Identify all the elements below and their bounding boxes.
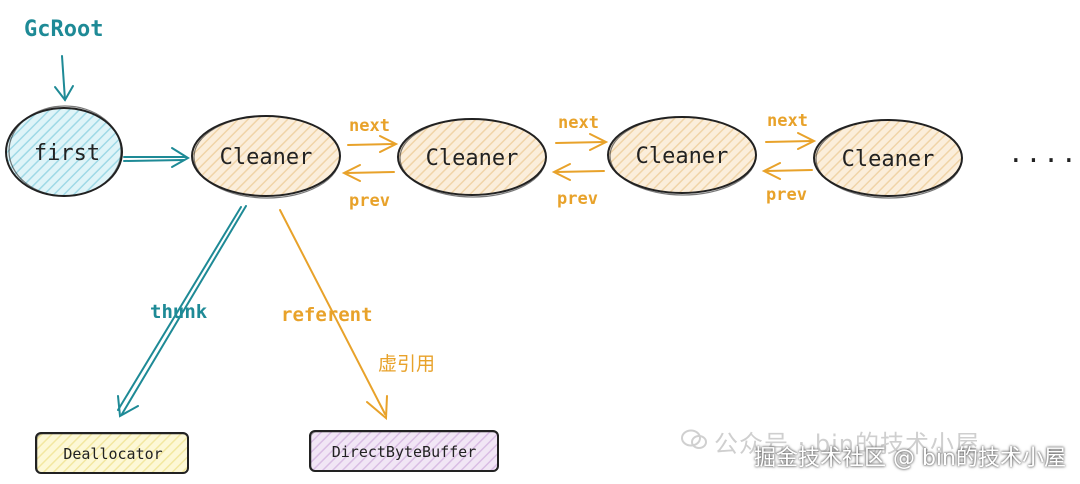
referent-arrow (279, 209, 388, 421)
prev-arrow-1 (341, 164, 395, 182)
cleaner-node-2-label: Cleaner (426, 146, 519, 171)
wechat-icon (681, 429, 707, 449)
direct-byte-buffer-box: DirectByteBuffer (309, 430, 499, 472)
phantom-reference-label: 虚引用 (378, 353, 435, 375)
cleaner-node-1-label: Cleaner (220, 145, 313, 170)
prev-arrow-3 (761, 162, 813, 180)
wechat-account-watermark-text: 公众号 · bin的技术小屋 (714, 430, 980, 458)
edge-prev-label-2: prev (557, 189, 598, 209)
edge-next-label-2: next (558, 113, 599, 133)
cleaner-node-3: Cleaner (607, 116, 757, 196)
edge-next-label-1: next (349, 116, 390, 136)
gcroot-to-first-arrow (54, 55, 74, 102)
cleaner-node-3-label: Cleaner (636, 144, 729, 169)
edge-prev-label-1: prev (349, 191, 390, 211)
edge-next-label-3: next (767, 111, 808, 131)
gcroot-label: GcRoot (24, 17, 103, 42)
cleaner-node-4-label: Cleaner (842, 147, 935, 172)
next-arrow-2 (555, 133, 609, 151)
first-to-cleaner-arrow (123, 147, 190, 168)
direct-byte-buffer-label: DirectByteBuffer (332, 443, 477, 461)
cleaner-node-2: Cleaner (397, 118, 547, 198)
next-arrow-3 (765, 132, 817, 150)
juejin-watermark: 掘金技术社区 @ bin的技术小屋 (753, 446, 1066, 471)
cleaner-node-4: Cleaner (813, 119, 963, 199)
cleaner-node-1: Cleaner (191, 115, 341, 199)
edge-prev-label-3: prev (766, 185, 807, 205)
referent-label: referent (281, 304, 373, 326)
thunk-arrow (117, 205, 247, 418)
first-node: first (5, 105, 123, 197)
thunk-label: thunk (150, 301, 208, 323)
first-node-label: first (34, 141, 100, 166)
prev-arrow-2 (551, 163, 605, 181)
next-arrow-1 (347, 135, 399, 153)
deallocator-box: Deallocator (35, 432, 189, 474)
list-continuation-ellipsis: .... (1008, 139, 1079, 169)
wechat-account-watermark: 公众号 · bin的技术小屋 (680, 424, 980, 459)
deallocator-label: Deallocator (63, 445, 162, 463)
